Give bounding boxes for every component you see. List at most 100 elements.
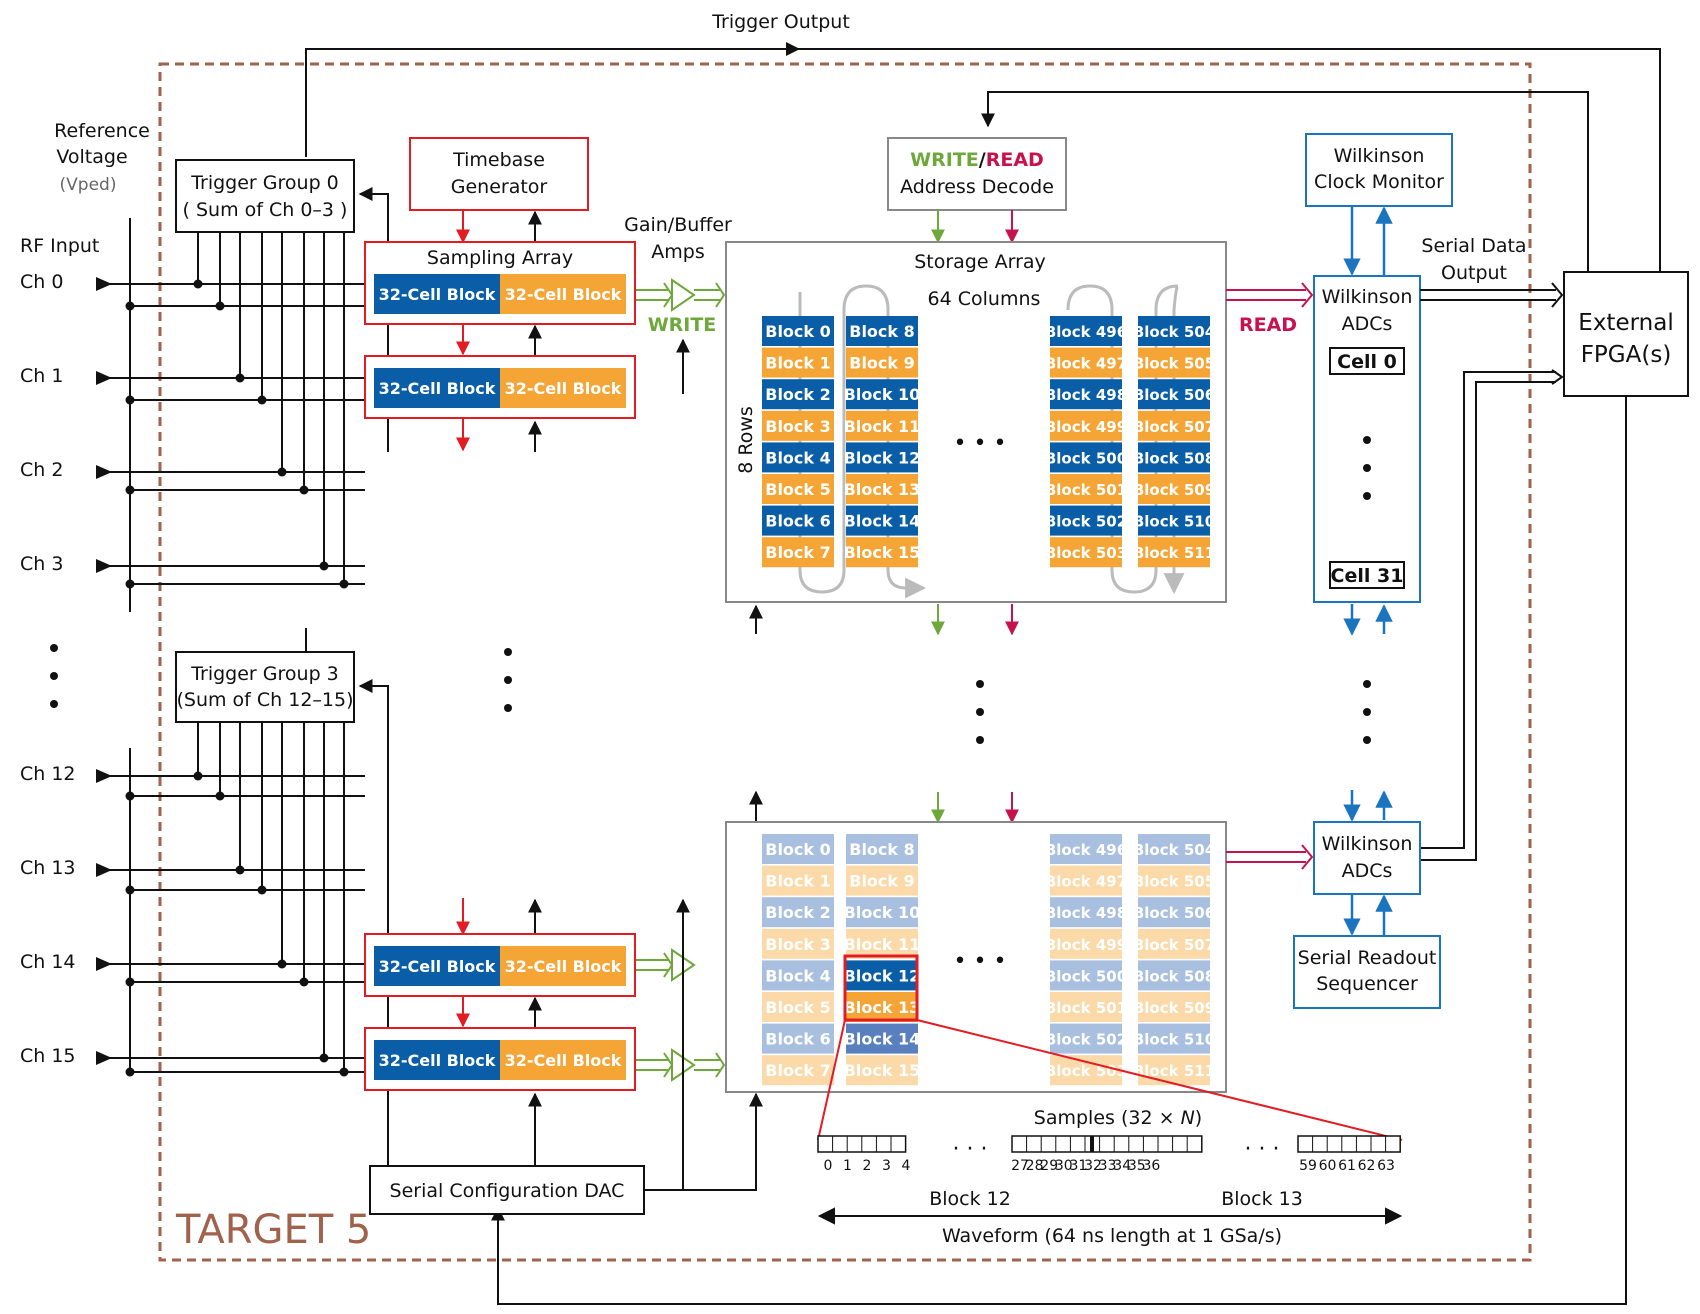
storage-block-top-block-5 <box>762 474 834 504</box>
storage-block-top-block-509-label: Block 509 <box>1133 481 1215 499</box>
samples-prefix: Samples (32 × <box>1034 1107 1181 1129</box>
channel-label-ch15: Ch 15 <box>20 1045 76 1067</box>
storage-block-top-block-3-label: Block 3 <box>765 417 831 436</box>
cell-block-label: 32-Cell Block <box>379 1051 496 1070</box>
storage-block-bottom-block-10 <box>846 897 918 928</box>
cell-block-label: 32-Cell Block <box>379 957 496 976</box>
channel-label-ch3: Ch 3 <box>20 553 63 575</box>
storage-block-top-block-504 <box>1138 316 1210 346</box>
channel-label-ch0: Ch 0 <box>20 271 63 293</box>
storage-block-bottom-block-511-label: Block 511 <box>1133 1062 1215 1080</box>
storage-block-bottom-block-509-label: Block 509 <box>1133 999 1215 1017</box>
samples-n: N <box>1181 1107 1195 1129</box>
storage-block-top-block-2 <box>762 379 834 410</box>
gain-buffer-label-2: Amps <box>651 241 704 263</box>
storage-block-bottom-block-508-label: Block 508 <box>1133 967 1215 985</box>
channel-label-ch13: Ch 13 <box>20 857 76 879</box>
sample-index-33: 33 <box>1099 1158 1117 1174</box>
wilkinson-adcs-title: Wilkinson <box>1322 286 1413 308</box>
storage-block-bottom-block-497-label: Block 497 <box>1045 873 1127 891</box>
junction-dots-top <box>125 279 349 589</box>
cell-block-dark <box>374 946 500 986</box>
storage-block-top-block-15 <box>846 537 918 568</box>
waveform-label: Waveform (64 ns length at 1 GSa/s) <box>942 1225 1282 1247</box>
storage-block-bottom-block-10-label: Block 10 <box>844 903 921 922</box>
storage-block-bottom-block-9-label: Block 9 <box>849 872 915 891</box>
storage-block-top-block-509 <box>1138 474 1210 504</box>
cell-block-orange <box>500 1040 626 1080</box>
storage-block-top-block-498-label: Block 498 <box>1045 386 1127 404</box>
highlight-block-12-13 <box>843 954 919 1022</box>
sample-strip-3 <box>1297 1135 1401 1153</box>
channel-label-ch2: Ch 2 <box>20 459 63 481</box>
address-decode-box <box>887 137 1067 211</box>
serial-data-output-label: Serial Data <box>1421 235 1526 257</box>
wilkinson-clock-title: Wilkinson <box>1334 145 1425 167</box>
storage-block-top-block-511 <box>1138 537 1210 568</box>
storage-block-top-block-504-label: Block 504 <box>1133 323 1215 341</box>
storage-block-top-block-4 <box>762 442 834 473</box>
sample-index-61: 61 <box>1338 1158 1356 1174</box>
storage-block-bottom-block-503-label: Block 503 <box>1045 1062 1127 1080</box>
wilkinson-adcs-box-bottom <box>1313 821 1421 895</box>
storage-block-bottom-block-4-label: Block 4 <box>765 966 831 985</box>
sampling-array-title: Sampling Array <box>427 247 573 269</box>
storage-block-top-block-505-label: Block 505 <box>1133 355 1215 373</box>
serial-output-arrow-top <box>1420 282 1564 308</box>
sample-index-59: 59 <box>1299 1158 1317 1174</box>
zoom-lines <box>817 1019 1403 1141</box>
storage-block-bottom-block-1 <box>762 865 834 896</box>
storage-block-bottom-block-14 <box>846 1023 918 1054</box>
storage-block-top-block-498 <box>1050 379 1122 410</box>
storage-block-bottom-block-502-label: Block 502 <box>1045 1031 1127 1049</box>
block-13-detail-label: Block 13 <box>1221 1188 1303 1210</box>
storage-block-top-block-496-label: Block 496 <box>1045 323 1127 341</box>
storage-block-top-block-9-label: Block 9 <box>849 354 915 373</box>
read-double-arrow-top <box>1226 282 1314 308</box>
cell-block-label: 32-Cell Block <box>505 1051 622 1070</box>
external-fpga-title: External <box>1578 310 1673 336</box>
storage-block-top-block-0-label: Block 0 <box>765 322 831 341</box>
storage-block-bottom-block-501 <box>1050 992 1122 1022</box>
storage-block-bottom-block-12 <box>846 960 918 991</box>
trigger-group-0-subtitle: ( Sum of Ch 0–3 ) <box>183 199 348 221</box>
serial-readout-sequencer-box <box>1293 935 1441 1009</box>
storage-block-top-block-6 <box>762 505 834 536</box>
storage-block-top-block-7 <box>762 537 834 568</box>
storage-block-bottom-block-508 <box>1138 960 1210 991</box>
storage-block-top-block-506 <box>1138 379 1210 410</box>
trigger-output-arrowhead <box>786 42 800 56</box>
storage-block-top-block-503 <box>1050 537 1122 568</box>
storage-block-bottom-block-7-label: Block 7 <box>765 1061 831 1080</box>
trigger-group-3-title: Trigger Group 3 <box>190 663 339 685</box>
trigger-group-0-title: Trigger Group 0 <box>190 172 339 194</box>
storage-block-bottom-block-12-label: Block 12 <box>844 966 921 985</box>
storage-block-top-block-13 <box>846 474 918 504</box>
wilkinson-adcs-bottom-title: Wilkinson <box>1322 833 1413 855</box>
target5-label: TARGET 5 <box>175 1207 371 1253</box>
storage-block-top-block-510-label: Block 510 <box>1133 513 1215 531</box>
reference-voltage-label-2: Voltage <box>56 146 127 168</box>
rows-label: 8 Rows <box>735 406 757 474</box>
storage-block-bottom-block-9 <box>846 865 918 896</box>
storage-block-top-block-10-label: Block 10 <box>844 385 921 404</box>
wilkinson-adcs-bottom-subtitle: ADCs <box>1342 860 1393 882</box>
storage-block-bottom-block-13 <box>846 992 918 1022</box>
storage-block-bottom-block-0-label: Block 0 <box>765 840 831 859</box>
storage-block-top-block-1 <box>762 347 834 378</box>
storage-block-top-block-503-label: Block 503 <box>1045 544 1127 562</box>
storage-block-top-block-5-label: Block 5 <box>765 480 831 499</box>
cell-31-box <box>1329 561 1405 589</box>
storage-block-bottom-block-503 <box>1050 1055 1122 1086</box>
storage-block-top-block-12 <box>846 442 918 473</box>
block-12-detail-label: Block 12 <box>929 1188 1011 1210</box>
storage-block-bottom-block-1-label: Block 1 <box>765 872 831 891</box>
storage-block-bottom-block-5 <box>762 992 834 1022</box>
storage-block-top-block-12-label: Block 12 <box>844 448 921 467</box>
sample-strip-2 <box>1011 1135 1203 1153</box>
storage-block-top-block-0 <box>762 316 834 346</box>
address-decode-subtitle: Address Decode <box>900 176 1054 198</box>
cell-block-dark <box>374 274 500 314</box>
storage-block-bottom-block-5-label: Block 5 <box>765 998 831 1017</box>
storage-block-bottom-block-499-label: Block 499 <box>1045 936 1127 954</box>
